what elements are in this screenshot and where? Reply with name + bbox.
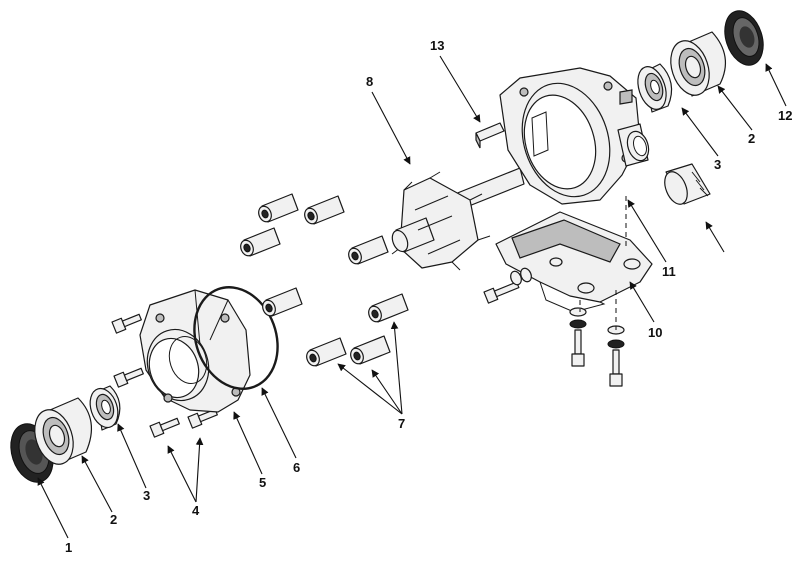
callout-10: 10 [648, 325, 662, 340]
callout-2-right: 2 [748, 131, 755, 146]
callout-1: 1 [65, 540, 72, 555]
callout-3-left: 3 [143, 488, 150, 503]
key-part-13 [475, 122, 505, 149]
roller [348, 235, 389, 265]
callout-12: 12 [778, 108, 792, 123]
callout-6: 6 [293, 460, 300, 475]
pump-housing-part-11 [499, 67, 650, 205]
roller [368, 293, 409, 323]
leader-lines [37, 55, 787, 539]
callout-4: 4 [192, 503, 200, 518]
roller [304, 195, 345, 225]
roller [258, 193, 299, 223]
base-bolt-right [607, 325, 625, 387]
rotor-part-8 [391, 167, 525, 271]
roller-group-part-7 [240, 193, 409, 367]
assembly-guide-lines [579, 196, 627, 330]
callout-3-right: 3 [714, 157, 721, 172]
end-cover-part-5 [139, 289, 251, 413]
roller [350, 335, 391, 365]
callout-11: 11 [662, 264, 676, 279]
bearing-part-2-right [670, 31, 727, 97]
callout-13: 13 [430, 38, 444, 53]
bearing-part-2-left [34, 397, 93, 465]
callout-8: 8 [366, 74, 373, 89]
callout-2-left: 2 [110, 512, 117, 527]
seal-part-12 [724, 10, 764, 66]
seal-part-3-right [637, 63, 673, 113]
roller [262, 287, 303, 317]
callout-5: 5 [259, 475, 266, 490]
base-plate-part-10 [495, 211, 653, 313]
bolt-group-part-4 [111, 313, 218, 438]
roller [306, 337, 347, 367]
hose-fitting [664, 163, 711, 205]
callout-7: 7 [398, 416, 405, 431]
callout-labels: 1 2 3 4 5 6 7 8 13 3 2 12 11 10 [65, 38, 792, 555]
side-bolt-with-washers [483, 267, 532, 304]
seal-part-3-left [89, 385, 121, 431]
base-bolt-left [569, 307, 587, 367]
o-ring-part-6 [193, 286, 279, 390]
roller [240, 227, 281, 257]
